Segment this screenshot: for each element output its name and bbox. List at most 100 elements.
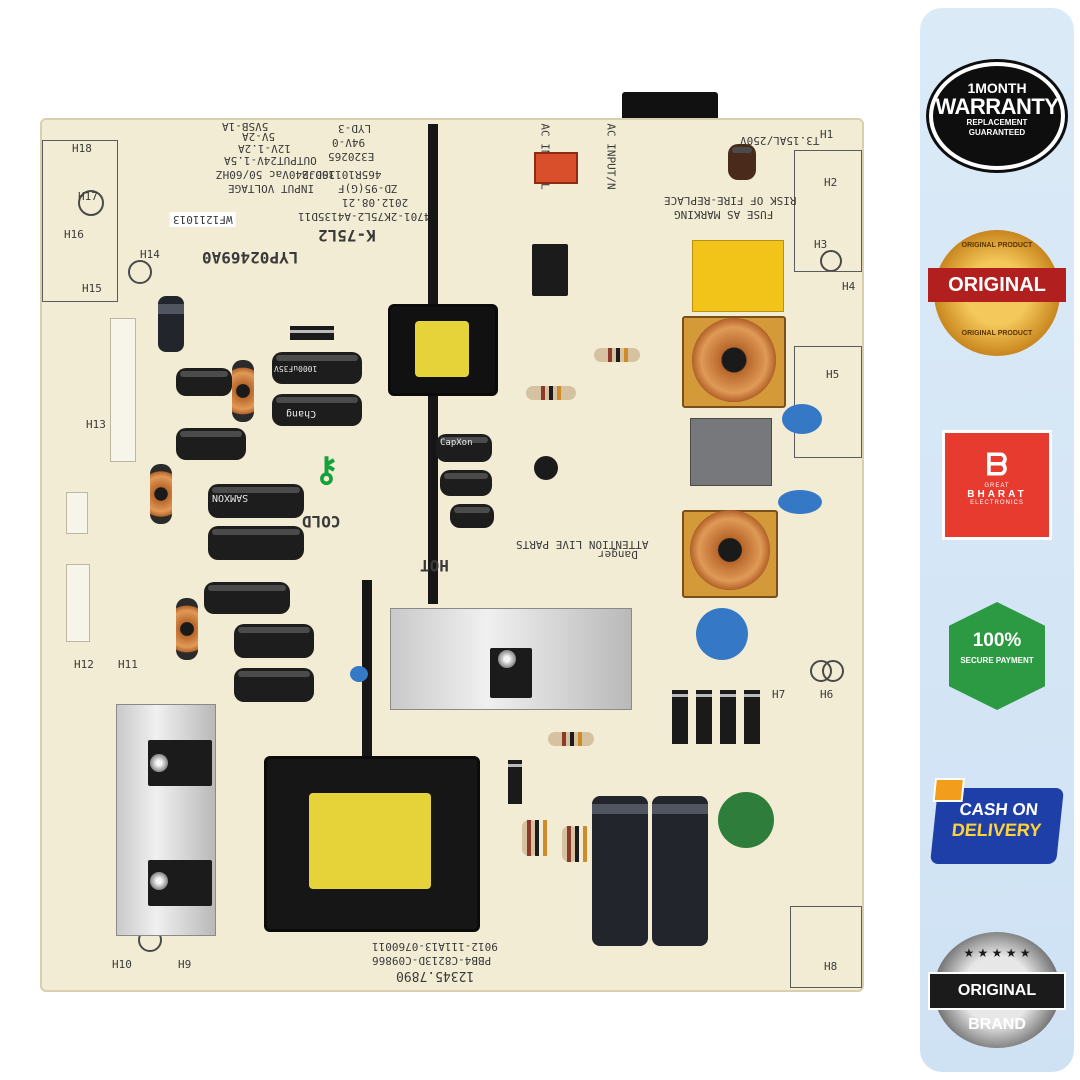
secure-text: SECURE PAYMENT [960, 656, 1034, 665]
output-5vsb: 5VSB-1A [222, 120, 269, 133]
screw [150, 872, 168, 890]
corner-mark: H10 [112, 958, 132, 971]
date-code: 2012.08.21 [342, 196, 409, 209]
corner-mark: H15 [82, 282, 102, 295]
brand-name: BHARAT [967, 489, 1027, 500]
output-12v: 12V-1.2A [238, 142, 291, 155]
inductor [176, 598, 198, 660]
y-capacitor-small [350, 666, 368, 682]
y-capacitor [778, 490, 822, 514]
resistor [522, 820, 538, 856]
bottom-code: 9012-111A13-0760011 [372, 940, 498, 953]
cash-on-delivery-badge: CASH ON DELIVERY [930, 778, 1064, 864]
cod-line-2: DELIVERY [950, 820, 1043, 840]
original-product-badge: ORIGINAL PRODUCT ORIGINAL ORIGINAL PRODU… [928, 230, 1066, 356]
resistor [526, 386, 576, 400]
corner-mark: H2 [824, 176, 838, 189]
resistor [594, 348, 640, 362]
bottom-code: PBB4-C8213D-C09866 [372, 954, 492, 967]
electrolytic-capacitor [234, 624, 314, 658]
electrolytic-capacitor [208, 484, 304, 518]
capacitor-brand: Chang [286, 408, 317, 419]
electrolytic-capacitor [176, 368, 232, 396]
secure-payment-badge: 100% SECURE PAYMENT [949, 602, 1045, 710]
resistor [548, 732, 594, 746]
ul-code: E320265 [328, 150, 375, 163]
transistor [534, 456, 558, 480]
bridge-diode [672, 690, 688, 744]
primary-capacitor [652, 796, 708, 946]
resistor [562, 826, 578, 862]
corner-mark: H12 [74, 658, 94, 671]
corner-mark: H8 [824, 960, 838, 973]
corner-mark: H7 [772, 688, 786, 701]
corner-mark: H11 [118, 658, 138, 671]
electrolytic-capacitor [234, 668, 314, 702]
corner-mark: H6 [820, 688, 834, 701]
corner-outline [790, 906, 862, 988]
badge-panel: 1MONTH WARRANTY REPLACEMENT GUARANTEED O… [920, 8, 1074, 1072]
electrolytic-capacitor [158, 296, 184, 352]
corner-mark: H5 [826, 368, 840, 381]
product-photo: H18 H17 H16 H15 H14 H13 H12 H11 H10 H9 H… [40, 92, 864, 992]
fuse-warning-2: FUSE AS MARKING [674, 208, 774, 221]
screw [498, 650, 516, 668]
secure-percent: 100% [972, 630, 1022, 651]
corner-mark: H16 [64, 228, 84, 241]
warranty-top: 1MONTH [967, 80, 1027, 96]
capacitor-brand: CapXon [440, 438, 473, 448]
input-voltage: 100-240Vac 50/60HZ [216, 168, 336, 181]
bridge-diode [720, 690, 736, 744]
electrolytic-capacitor [436, 434, 492, 462]
corner-mark: H9 [178, 958, 192, 971]
thermistor [718, 792, 774, 848]
board-model: K-75L2 [318, 226, 376, 245]
barcode-digits: 12345.7890 [396, 968, 475, 983]
corner-mark: H18 [72, 142, 92, 155]
electrolytic-capacitor [272, 394, 362, 426]
diode [508, 760, 522, 804]
corner-outline [794, 150, 862, 272]
transformer-tape [415, 321, 469, 377]
standby-transformer [388, 304, 498, 396]
cod-line-1: CASH ON [958, 800, 1039, 819]
brand-sub: ELECTRONICS [970, 500, 1024, 506]
package-icon [932, 778, 966, 802]
original-brand-badge: ★ ★ ★ ★ ★ ORIGINAL BRAND [928, 932, 1066, 1048]
brand-pre: GREAT [984, 483, 1010, 489]
mounting-hole [78, 190, 104, 216]
y-capacitor [782, 404, 822, 434]
fuse-component [728, 144, 756, 180]
corner-mark: H1 [820, 128, 834, 141]
inductor [232, 360, 254, 422]
original-ring-top: ORIGINAL PRODUCT [961, 242, 1033, 249]
screw [150, 754, 168, 772]
corner-mark: H4 [842, 280, 856, 293]
output-connector [110, 318, 136, 462]
brand-b-icon: ᗷ [986, 449, 1008, 482]
cold-label: COLD [302, 512, 341, 531]
fuse-warning-1: RISK OF FIRE-REPLACE [664, 194, 797, 207]
warranty-sub-1: REPLACEMENT [966, 118, 1028, 127]
primary-capacitor [592, 796, 648, 946]
lot-code: LYD-3 [338, 122, 372, 135]
electrolytic-capacitor [204, 582, 290, 614]
electrolytic-capacitor [450, 504, 494, 528]
cert-code: ZD-95(G)F [338, 182, 398, 195]
mounting-hole [822, 660, 844, 682]
ac-input-n-label: AC INPUT/N [604, 123, 618, 190]
capacitor-rating: 1000uF35V [274, 364, 318, 373]
transformer-tape [309, 793, 431, 889]
corner-mark: H3 [814, 238, 828, 251]
electrolytic-capacitor [440, 470, 492, 496]
pcb-board: H18 H17 H16 H15 H14 H13 H12 H11 H10 H9 H… [40, 118, 864, 992]
original-ribbon: ORIGINAL [928, 268, 1066, 302]
hot-label: HOT [420, 556, 449, 575]
board-part-number: LYP02469A0 [202, 248, 299, 267]
capacitor-brand: SAMXON [212, 492, 249, 503]
serial-sticker: WF1211013 [170, 212, 236, 227]
flammability: 94V-0 [332, 136, 366, 149]
main-transformer [264, 756, 480, 932]
electrolytic-capacitor [208, 526, 304, 560]
filter-choke-coil [690, 510, 770, 590]
